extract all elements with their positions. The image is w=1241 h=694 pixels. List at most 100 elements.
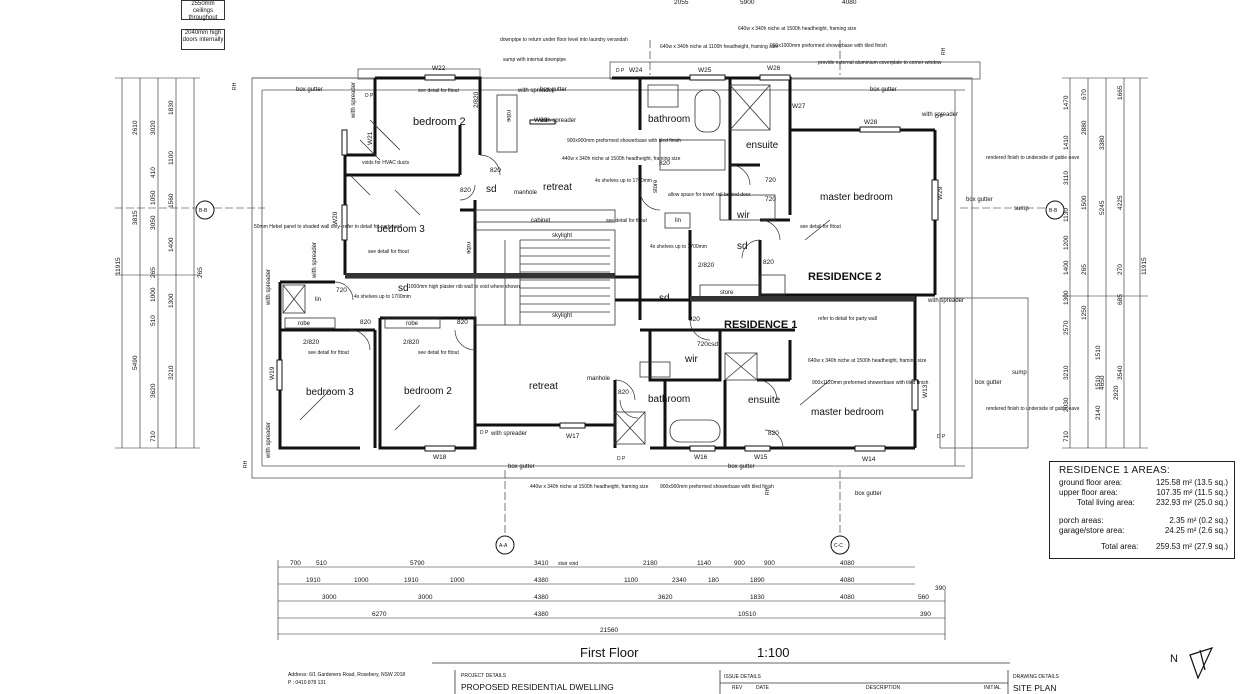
doors-note: 2040mm high doors internally: [181, 29, 225, 50]
door-label: 820: [360, 319, 371, 326]
dim-text: 1890: [750, 577, 765, 584]
room-bedroom3-lower: bedroom 3: [306, 387, 354, 398]
dim-text: 1100: [624, 577, 638, 584]
annotation: 640w x 340h niche at 1500h headheight, f…: [808, 358, 927, 364]
dim-text: 1510: [1095, 345, 1102, 360]
dim-text: 710: [1063, 431, 1070, 442]
dim-text: 1410: [1063, 135, 1070, 150]
box-gutter-label: box gutter: [870, 87, 897, 93]
annotation: 4x shelves up to 1700mm: [595, 178, 652, 184]
dim-text: 1250: [1081, 305, 1088, 320]
stair-treads: [520, 239, 610, 313]
dim-text: 5245: [1099, 200, 1106, 215]
door-label: 820: [618, 389, 629, 396]
room-retreat-lower: retreat: [529, 381, 558, 392]
room-bedroom3-upper: bedroom 3: [377, 224, 425, 235]
dim-text: 1140: [697, 560, 711, 567]
dim-text: 1910: [404, 577, 419, 584]
bottom-dimensions: 700 510 5790 3410 stair void 2180 1140 9…: [290, 560, 946, 634]
phone: P : 0410 878 131: [288, 680, 326, 686]
address: Address: 6/1 Gardeners Road, Rosebery, N…: [288, 672, 406, 678]
area-row: porch areas: 2.35 m² (0.2 sq.): [1059, 516, 1228, 527]
annotation: see detail for fitout: [418, 88, 459, 94]
dim-text: 1000: [450, 577, 465, 584]
rainhead-label: RH: [243, 460, 249, 468]
dim-text: 2920: [1113, 385, 1120, 400]
room-ensuite-lower: ensuite: [748, 395, 781, 406]
room-wir-lower: wir: [684, 354, 698, 365]
room-wir-upper: wir: [736, 210, 750, 221]
window-label: W25: [698, 67, 712, 74]
spreader-label: with spreader: [539, 118, 576, 124]
door-label: 820: [460, 187, 471, 194]
dim-text: 1050: [150, 190, 157, 205]
box-gutter-label: box gutter: [540, 87, 567, 93]
annotation: refer to detail for party wall: [818, 316, 877, 322]
dim-text: 1500: [1081, 195, 1088, 210]
box-gutter-label: box gutter: [728, 464, 755, 470]
store-label: store: [720, 290, 734, 296]
dim-text: 4080: [840, 594, 855, 601]
dim-text: 270: [1117, 264, 1124, 275]
area-row: upper floor area: 107.35 m² (11.5 sq.): [1059, 488, 1228, 499]
north-label: N: [1170, 653, 1178, 665]
annotation: 900x1000mm preformed showerbase with til…: [770, 43, 887, 49]
dim-text: 1830: [750, 594, 765, 601]
left-dimensions: 11915 2610 3815 5490 3020 3050 265 1000 …: [115, 100, 204, 442]
smoke-detector: sd: [659, 293, 670, 304]
title-block-lines: [432, 662, 1010, 694]
linen-label: lin: [315, 297, 321, 303]
dim-text: 2340: [672, 577, 687, 584]
dim-text: 265: [197, 267, 204, 278]
dim-text: 510: [316, 560, 327, 567]
annotation: 440w x 340h niche at 1500h headheight, f…: [562, 156, 681, 162]
dim-text: 5900: [740, 0, 755, 6]
dim-text: 3050: [150, 215, 157, 230]
sump-label: sump: [1014, 206, 1029, 212]
dim-text: 2055: [674, 0, 689, 6]
residence1-label: RESIDENCE 1: [724, 319, 797, 331]
dim-text: 2030: [1063, 397, 1070, 412]
dim-text: 3210: [1063, 365, 1070, 380]
rainhead-label: RH: [765, 487, 771, 495]
door-label: 820: [457, 319, 468, 326]
dim-text: 1000: [150, 287, 157, 302]
area-value: 107.35 m² (11.5 sq.): [1156, 488, 1228, 497]
annotation: see detail for fitout: [800, 224, 841, 230]
annotation: see detail for fitout: [418, 350, 459, 356]
annotation: provide external aluminium coverplate to…: [818, 60, 942, 66]
dim-text: 265: [1081, 264, 1088, 275]
section-aa: A-A: [499, 543, 508, 549]
dim-text: 2610: [132, 120, 139, 135]
rainhead-label: RH: [941, 47, 947, 55]
annotation: rendered finish to underside of gable ea…: [986, 155, 1080, 161]
dim-text: 4225: [1117, 195, 1124, 210]
area-label: upper floor area:: [1059, 488, 1118, 497]
door-swings: [334, 154, 784, 449]
dim-text: 390: [920, 611, 931, 618]
window-label: W17: [566, 433, 580, 440]
dim-text: 900: [764, 560, 775, 567]
door-label: 820: [763, 259, 774, 266]
annotation: see detail for fitout: [368, 249, 409, 255]
robe-label: robe: [505, 110, 511, 123]
smoke-detector: sd: [737, 241, 748, 252]
dim-text: 4080: [840, 577, 855, 584]
window-label: W27: [792, 103, 806, 110]
dim-text: 1200: [1063, 235, 1070, 250]
spreader-label: with spreader: [921, 112, 958, 118]
dim-text: 11915: [115, 257, 122, 275]
smoke-detector: sd: [486, 184, 497, 195]
box-gutter-label: box gutter: [508, 464, 535, 470]
box-gutter-label: box gutter: [296, 87, 323, 93]
section-cc: C-C: [834, 543, 843, 549]
dimension-lines: [115, 40, 1148, 640]
dim-text: 1400: [168, 237, 175, 252]
window-label: W14: [862, 456, 876, 463]
door-label: 820: [490, 167, 501, 174]
annotation: 4x shelves up to 1700mm: [354, 294, 411, 300]
window-marks: [276, 74, 939, 452]
area-row: ground floor area: 125.58 m² (13.5 sq.): [1059, 478, 1228, 489]
dim-text: 2180: [643, 560, 658, 567]
area-label: ground floor area:: [1059, 478, 1123, 487]
